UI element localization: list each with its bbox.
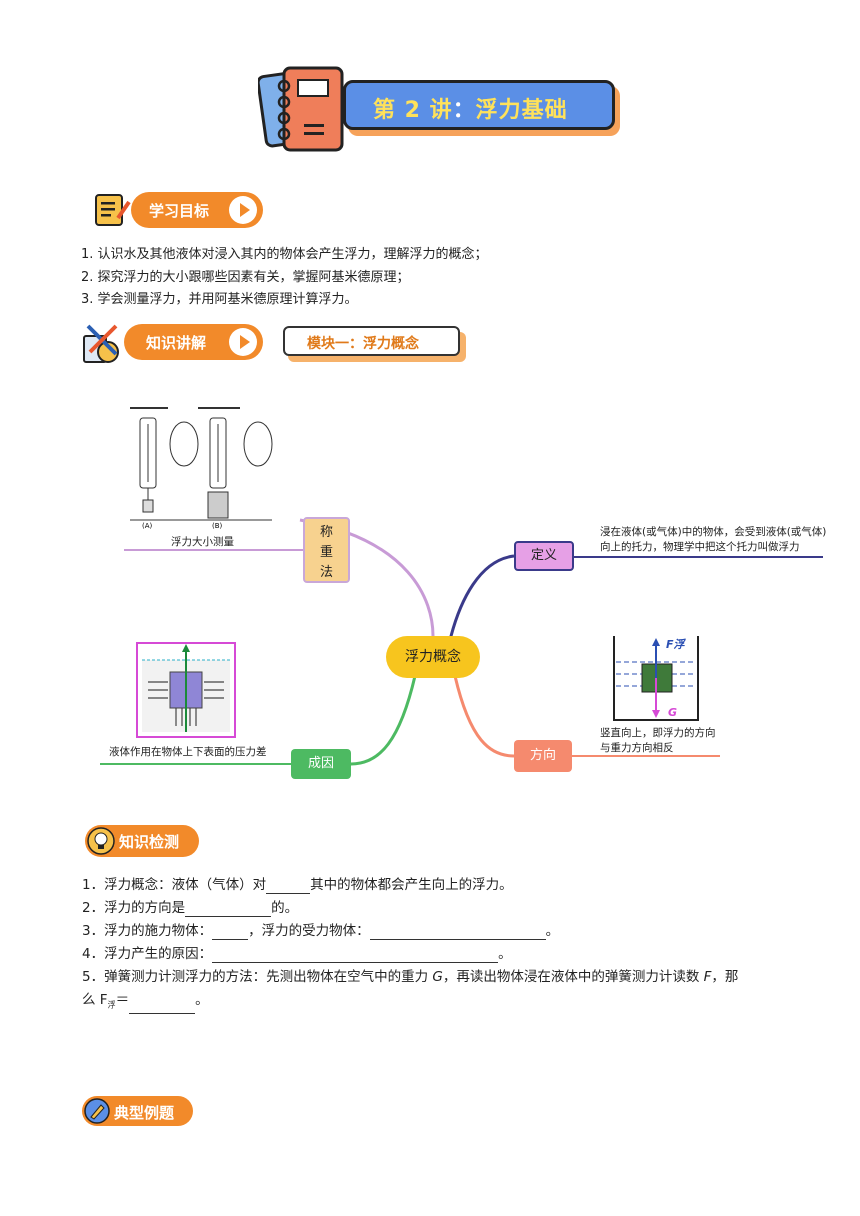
gravity-label: G [668,706,677,719]
section-examples-header: 典型例题 [82,1096,193,1126]
section-examples-label: 典型例题 [114,1104,175,1122]
play-icon [229,328,257,356]
section-knowledge-label: 知识讲解 [146,334,207,352]
definition-line: 浸在液体(或气体)中的物体，会受到液体(或气体) [600,526,827,538]
scroll-icon [95,194,131,226]
question-4: 4．浮力产生的原因： 。 [82,946,512,963]
lightbulb-icon [87,827,115,855]
lecture-number: 第 2 讲 [373,98,453,123]
question-text: 其中的物体都会产生向上的浮力。 [310,877,513,893]
answer-blank[interactable] [212,948,499,963]
question-text: ，浮力的受力物体： [248,923,370,939]
question-text: ，再读出物体浸在液体中的弹簧测力计读数 [442,969,704,985]
question-text: 。 [498,946,512,962]
question-text: 1．浮力概念：液体（气体）对 [82,877,267,893]
question-5-continued: 么 F浮＝ 。 [82,992,209,1014]
subscript-buoyancy: 浮 [107,1000,116,1010]
question-text: 5．弹簧测力计测浮力的方法：先测出物体在空气中的重力 [82,969,433,985]
answer-blank[interactable] [129,999,196,1014]
question-2: 2．浮力的方向是 的。 [82,900,298,917]
buoyancy-force-label: F浮 [666,638,687,651]
weighing-text: 浮力大小测量 [171,536,234,548]
direction-line: 与重力方向相反 [600,742,674,754]
question-3: 3．浮力的施力物体： ，浮力的受力物体： 。 [82,923,559,940]
module-tag: 模块一：浮力概念 [283,326,460,356]
question-text: 。 [195,992,209,1008]
goal-item: 3. 学会测量浮力，并用阿基米德原理计算浮力。 [81,292,358,307]
weighing-char: 重 [319,545,333,560]
definition-text: 浸在液体(或气体)中的物体，会受到液体(或气体) 向上的托力，物理学中把这个托力… [600,525,826,555]
section-knowledge-header: 知识讲解 [124,324,263,360]
mindmap-node-direction: 方向 [514,740,572,772]
direction-line: 竖直向上，即浮力的方向 [600,727,716,739]
play-icon [229,196,257,224]
direction-text: 竖直向上，即浮力的方向 与重力方向相反 [600,726,716,756]
mindmap-node-weighing: 称 重 法 [303,517,350,583]
definition-line: 向上的托力，物理学中把这个托力叫做浮力 [600,541,800,553]
weighing-char: 称 [319,525,333,540]
page-title: 第 2 讲：浮力基础 [373,92,568,124]
pencil-icon [84,1098,110,1124]
section-goals-header: 学习目标 [131,192,263,228]
lecture-topic: 浮力基础 [475,98,568,123]
goal-item: 1. 认识水及其他液体对浸入其内的物体会产生浮力，理解浮力的概念； [81,247,488,262]
question-text: 4．浮力产生的原因： [82,946,213,962]
title-separator: ： [452,98,476,123]
module-label: 模块一：浮力概念 [307,336,419,352]
section-check-header: 知识检测 [85,825,199,857]
answer-blank[interactable] [369,925,546,940]
section-check-label: 知识检测 [119,833,180,851]
figure-b-label: (B) [212,522,223,530]
question-text: ＝ [115,992,130,1008]
question-1: 1．浮力概念：液体（气体）对 其中的物体都会产生向上的浮力。 [82,877,513,894]
question-text: 2．浮力的方向是 [82,900,186,916]
question-text: 。 [545,923,560,939]
question-5: 5．弹簧测力计测浮力的方法：先测出物体在空气中的重力 G，再读出物体浸在液体中的… [82,969,802,986]
tools-icon [83,324,119,363]
mindmap-connectors [100,518,823,766]
mindmap-node-definition: 定义 [514,541,574,571]
goal-item: 2. 探究浮力的大小跟哪些因素有关，掌握阿基米德原理； [81,270,410,285]
mindmap-center-node: 浮力概念 [386,636,480,678]
question-text: 么 F [82,992,108,1008]
answer-blank[interactable] [212,925,249,940]
mindmap-node-cause: 成因 [291,749,351,779]
question-text: 3．浮力的施力物体： [82,923,213,939]
spring-scale-figure: (A) (B) [130,407,273,530]
gravity-symbol: G [432,969,443,985]
reading-symbol: F [703,969,712,985]
title-banner [343,80,615,130]
cause-text: 液体作用在物体上下表面的压力差 [109,746,267,758]
pressure-difference-figure [136,642,236,738]
question-text: 的。 [271,900,299,916]
answer-blank[interactable] [185,902,272,917]
answer-blank[interactable] [266,879,311,894]
figure-a-label: (A) [142,522,153,530]
weighing-char: 法 [319,565,333,580]
question-text: ，那 [711,969,739,985]
notebook-icon [258,66,344,152]
section-goals-label: 学习目标 [149,202,210,220]
buoyancy-direction-figure: F浮 G [613,636,699,721]
